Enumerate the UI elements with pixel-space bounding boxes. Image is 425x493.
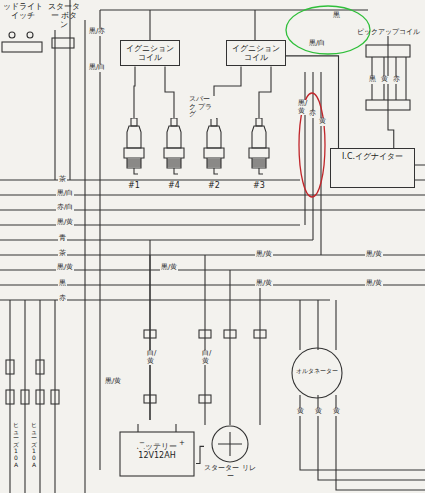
part-name: スパーク プラグ — [188, 96, 216, 119]
wire-color-label: 赤 — [308, 110, 317, 118]
plug-symbol — [200, 118, 228, 190]
wire-connector — [259, 66, 271, 118]
wire-color-label: 黒/白 — [88, 64, 106, 72]
wire-color-label: 黄 — [332, 408, 341, 416]
component-label: I.C.イグナイター — [333, 152, 412, 161]
plain-component: スターター ボタン — [48, 2, 80, 30]
wire-color-label: 白/黄 — [201, 350, 210, 365]
wire-color-label: 黄 — [314, 408, 323, 416]
fuse-label: ヒューズ10A — [12, 422, 20, 468]
wire-color-label: 赤/白 — [56, 204, 74, 212]
wire-color-label: 黒 — [332, 12, 341, 20]
component-box: イグニション コイル — [120, 40, 180, 66]
wire-connector — [214, 66, 241, 118]
wire-color-label: 黒/黄 — [297, 100, 306, 115]
wire-color-label: 黒/黄 — [365, 251, 383, 259]
wire-connector — [388, 36, 394, 148]
component-label: オルタネーター — [290, 368, 344, 375]
plug-symbol — [245, 118, 273, 190]
component-label: イグニション コイル — [229, 44, 283, 62]
wire-color-label: 黄 — [380, 76, 389, 84]
wire-color-label: 黒/白 — [56, 190, 74, 198]
wire-color-label: 黒/黄 — [160, 264, 178, 272]
plug-symbol — [120, 118, 148, 190]
wire-connector — [134, 66, 135, 118]
battery-component: バッテリー 12V12AH — [118, 420, 196, 478]
wire-color-label: 茶 — [58, 176, 67, 184]
wire-connector — [286, 56, 339, 148]
plug-symbol — [160, 118, 188, 190]
component-label: スターター ボタン — [48, 2, 80, 30]
wire-color-label: 茶 — [58, 250, 67, 258]
wire-color-label: 黄 — [318, 118, 327, 126]
wire-color-label: 黒 — [368, 76, 377, 84]
wire-color-label: 黒 — [58, 280, 67, 288]
wire-color-label: 黒/赤 — [88, 28, 106, 36]
component-label: #3 — [245, 181, 273, 190]
plain-component: ピックアップコイル — [352, 28, 424, 36]
wire-color-label: 青 — [58, 235, 67, 243]
component-box: イグニション コイル — [226, 40, 286, 66]
component-label: #2 — [200, 181, 228, 190]
component-label: ピックアップコイル — [352, 28, 424, 36]
wire-color-label: 白/黄 — [146, 350, 155, 365]
component-label: ッドライト イッチ — [0, 2, 46, 20]
wire-color-label: 赤 — [392, 76, 401, 84]
wire-connector — [196, 446, 204, 463]
wire-color-label: 黄 — [296, 408, 305, 416]
fuse-label: ヒューズ10A — [30, 422, 38, 468]
relay-component: スターター リレー — [204, 424, 256, 488]
wire-color-label: − — [138, 440, 146, 448]
plain-component: ッドライト イッチ — [0, 2, 46, 20]
component-label: #4 — [160, 181, 188, 190]
wire-connector — [165, 66, 174, 118]
plug-component: #1 — [120, 118, 148, 190]
wire-color-label: 黒/黄 — [255, 280, 273, 288]
wire-color-label: 赤 — [58, 295, 67, 303]
component-box: I.C.イグナイター — [330, 148, 415, 188]
wire-color-label: 黒/黄 — [104, 378, 122, 386]
component-label: #1 — [120, 181, 148, 190]
wire-color-label: 黒/黄 — [255, 251, 273, 259]
component-label: イグニション コイル — [123, 44, 177, 62]
component-label: スターター リレー — [204, 464, 256, 480]
plug-component: #4 — [160, 118, 188, 190]
wire-color-label: 黒/黄 — [56, 219, 74, 227]
wire-color-label: 黒/黄 — [365, 280, 383, 288]
wire-color-label: 黒/黄 — [56, 264, 74, 272]
plug-component: #2 — [200, 118, 228, 190]
circle-component: オルタネーター — [290, 346, 344, 400]
plug-component: #3 — [245, 118, 273, 190]
wire-color-label: + — [178, 440, 186, 448]
wire-color-label: 黒/白 — [308, 40, 326, 48]
